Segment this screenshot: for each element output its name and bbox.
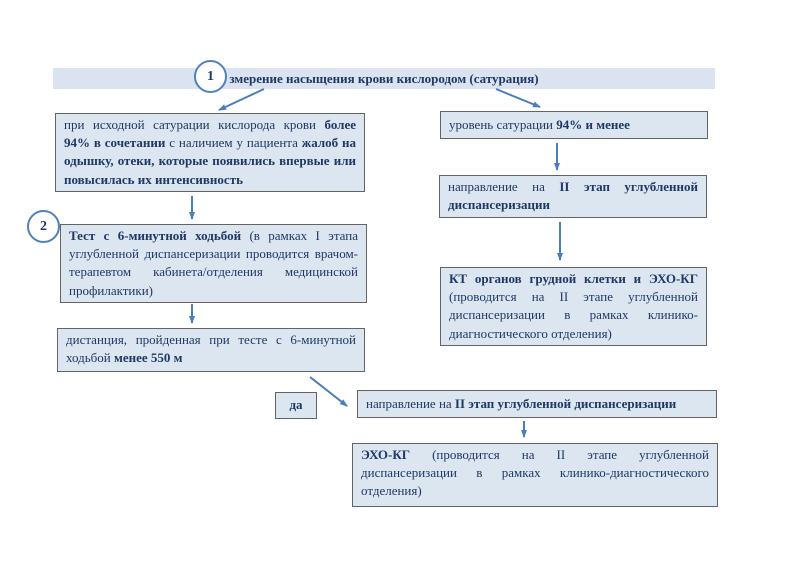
step-2-badge: 2 <box>27 210 60 243</box>
step-1-badge: 1 <box>194 60 227 93</box>
box-referral-stage2-right-text: направление на II этап углубленной диспа… <box>448 179 698 213</box>
box-echo-kg: ЭХО-КГ (проводится на II этапе углубленн… <box>352 443 718 507</box>
box-initial-saturation-above-94: при исходной сатурации кислорода крови б… <box>55 113 365 192</box>
step-1-number: 1 <box>207 68 214 84</box>
flowchart-header: змерение насыщения крови кислородом (сат… <box>53 68 715 89</box>
arrow-header-to-left1 <box>218 88 265 111</box>
flowchart-title: змерение насыщения крови кислородом (сат… <box>229 70 539 86</box>
box-echo-kg-text: ЭХО-КГ (проводится на II этапе углубленн… <box>361 447 709 499</box>
box-saturation-94-or-less-text: уровень сатурации 94% и менее <box>449 116 630 132</box>
box-saturation-94-or-less: уровень сатурации 94% и менее <box>440 111 708 139</box>
box-walk-distance-under-550m-text: дистанция, пройденная при тесте с 6-мину… <box>66 332 356 366</box>
box-walk-distance-under-550m: дистанция, пройденная при тесте с 6-мину… <box>57 328 365 372</box>
box-ct-chest-and-echo: КТ органов грудной клетки и ЭХО-КГ (пров… <box>440 267 707 346</box>
box-ct-chest-and-echo-text: КТ органов грудной клетки и ЭХО-КГ (пров… <box>449 271 698 341</box>
arrow-header-to-right1 <box>495 88 541 108</box>
yes-label-text: да <box>289 397 303 413</box>
box-6-minute-walk-test: Тест с 6-минутной ходьбой (в рамках I эт… <box>60 224 367 303</box>
box-initial-saturation-above-94-text: при исходной сатурации кислорода крови б… <box>64 117 357 187</box>
box-yes-label: да <box>275 392 317 419</box>
box-6-minute-walk-test-text: Тест с 6-минутной ходьбой (в рамках I эт… <box>69 228 358 298</box>
box-referral-stage2-bottom: направление на II этап углубленной диспа… <box>357 390 717 418</box>
box-referral-stage2-right: направление на II этап углубленной диспа… <box>439 175 707 218</box>
box-referral-stage2-bottom-text: направление на II этап углубленной диспа… <box>366 395 677 411</box>
step-2-number: 2 <box>40 218 47 234</box>
